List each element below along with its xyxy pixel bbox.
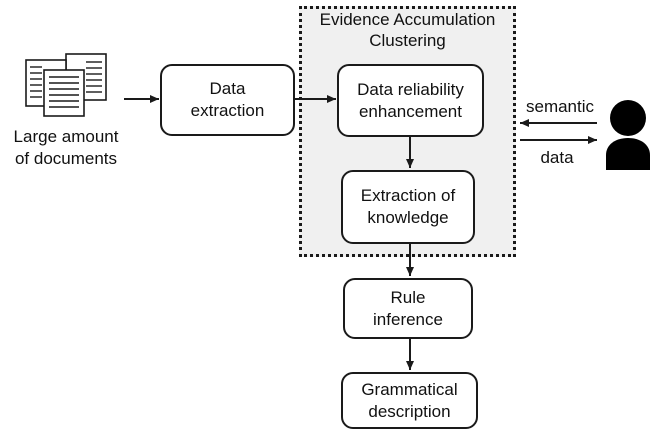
semantic-label: semantic <box>525 97 595 116</box>
data-extraction-box: Data extraction <box>160 64 295 136</box>
cluster-title: Evidence Accumulation Clustering <box>319 10 496 50</box>
data-label: data <box>540 148 574 167</box>
user-icon <box>606 100 650 170</box>
documents-icon <box>25 53 107 117</box>
data-reliability-box: Data reliability enhancement <box>337 64 484 137</box>
documents-label: Large amount of documents <box>13 127 119 168</box>
extraction-of-knowledge-box: Extraction of knowledge <box>341 170 475 244</box>
grammatical-description-box: Grammatical description <box>341 372 478 429</box>
rule-inference-box: Rule inference <box>343 278 473 339</box>
